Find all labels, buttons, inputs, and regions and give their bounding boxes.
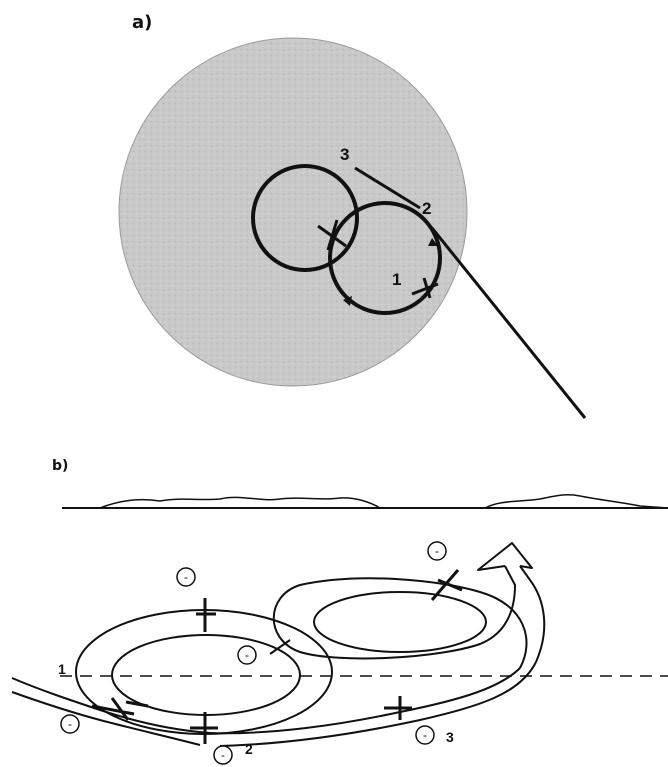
shaded-disc	[118, 37, 468, 387]
gauge-top: -	[176, 567, 196, 587]
tangent-line	[354, 166, 421, 210]
gauge-mid: -	[237, 645, 257, 665]
point-label-1: 1	[392, 270, 401, 289]
gauge-top-mark: -	[184, 570, 188, 584]
path-label-1: 1	[58, 661, 66, 677]
path-label-3: 3	[446, 729, 454, 745]
aircraft-mark	[411, 277, 439, 299]
aircraft-symbol-top	[196, 598, 216, 632]
aircraft-symbol-loop2	[430, 569, 463, 601]
panel-a-label: a)	[132, 12, 152, 33]
gauge-bottom: -	[213, 745, 233, 765]
gauge-3-mark: -	[423, 728, 427, 742]
arrow-mark-lower	[343, 296, 352, 306]
pointer-line	[269, 639, 291, 655]
flight-path-ribbon	[11, 542, 546, 747]
aircraft-symbol-bottom	[190, 712, 218, 744]
aircraft-symbol-entry	[91, 697, 149, 721]
gauge-bottom-mark: -	[221, 748, 225, 762]
arrow-mark-right	[428, 238, 438, 246]
path-label-2: 2	[245, 741, 253, 757]
center-mark	[317, 219, 347, 251]
circle-right	[328, 201, 442, 315]
gauge-loop2: -	[427, 541, 447, 561]
point-label-2: 2	[422, 199, 431, 218]
gauge-entry: -	[60, 714, 80, 734]
terrain-left	[99, 496, 381, 509]
gauge-3: -	[415, 725, 435, 745]
aircraft-symbol-3	[384, 696, 412, 720]
panel-b: b)	[11, 458, 668, 765]
circle-left	[251, 164, 359, 272]
exit-line	[430, 227, 587, 419]
gauge-loop2-mark: -	[435, 544, 439, 558]
panel-a: a) 3 2 1	[118, 12, 587, 419]
point-label-3: 3	[340, 145, 349, 164]
terrain-right	[484, 494, 668, 509]
gauge-mid-mark: -	[245, 648, 249, 662]
gauge-entry-mark: -	[68, 717, 72, 731]
panel-b-label: b)	[52, 458, 68, 474]
